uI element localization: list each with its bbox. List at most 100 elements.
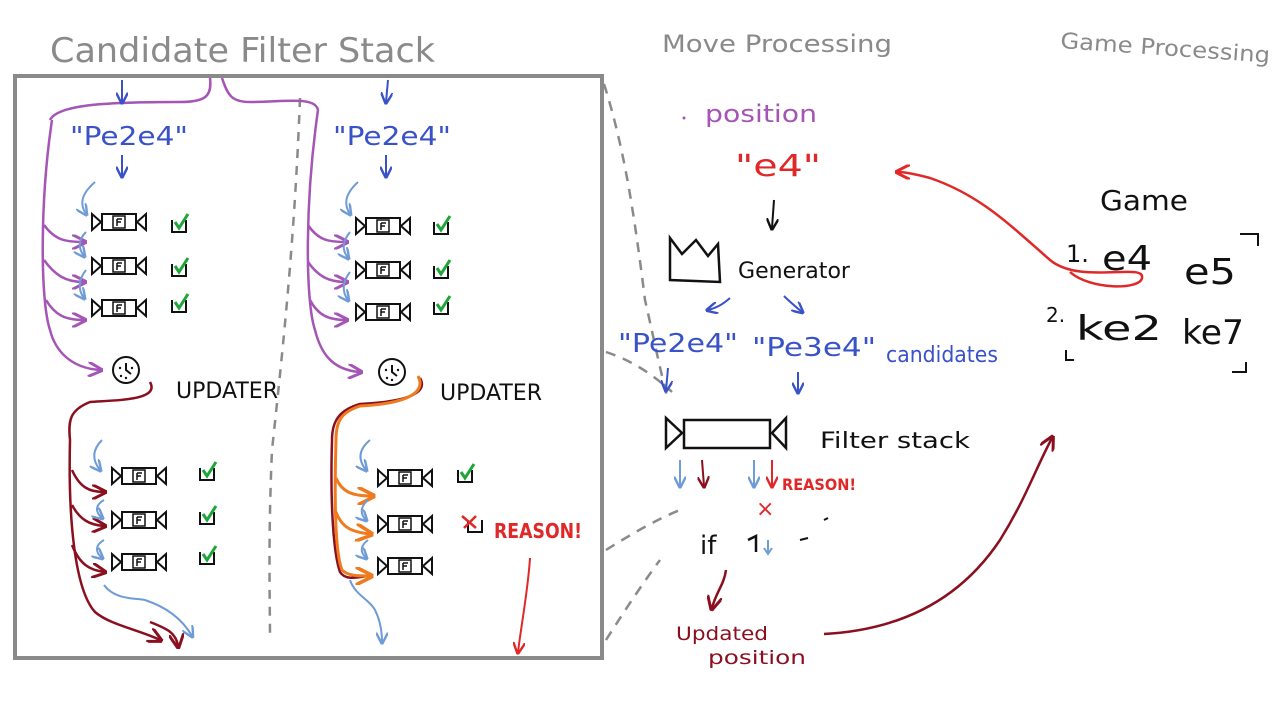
col-a-lb-arrow-exit bbox=[103, 584, 192, 636]
if-to-updated-arrow bbox=[712, 569, 728, 608]
col-a-lb-arrow-6 bbox=[97, 539, 104, 558]
zoom-line-bottom bbox=[604, 559, 662, 641]
col-b-reason-arrow bbox=[518, 557, 531, 652]
header-candidate-filter-stack: Candidate Filter Stack bbox=[50, 31, 435, 71]
zoom-line-mid bbox=[605, 350, 673, 393]
col-b-purple-branch-3 bbox=[308, 299, 346, 320]
col-b-filter-5 bbox=[377, 515, 433, 533]
col-a-lb-arrow-3 bbox=[80, 269, 86, 298]
candidates-label: candidates bbox=[886, 343, 998, 368]
col-b-purple-branch-2 bbox=[306, 261, 346, 282]
game-bracket-top bbox=[1240, 233, 1259, 246]
col-b-check-2 bbox=[432, 258, 452, 280]
top-bracket bbox=[48, 77, 320, 121]
col-a-lb-arrow-5 bbox=[97, 499, 104, 518]
generator-icon bbox=[668, 234, 722, 284]
col-b-check-3 bbox=[432, 294, 452, 316]
updated-position-line1: Updated bbox=[676, 623, 768, 645]
col-b-check-4 bbox=[456, 462, 476, 484]
zoom-line-top bbox=[602, 83, 670, 401]
col-a-dr-branch-2 bbox=[70, 504, 104, 526]
col-a-dr-exit bbox=[149, 620, 178, 646]
col-a-check-5 bbox=[198, 504, 218, 526]
col-b-entry-arrow bbox=[386, 79, 388, 102]
col-a-dr-branch-1 bbox=[70, 469, 104, 492]
col-b-lb-arrow-5 bbox=[362, 499, 368, 520]
col-a-purple-trunk bbox=[41, 119, 100, 370]
col-b-reject-5 bbox=[460, 514, 484, 534]
col-a-filter-1 bbox=[91, 213, 147, 231]
position-value: "e4" bbox=[735, 149, 821, 184]
col-a-filter-4 bbox=[111, 467, 167, 485]
col-b-updater-label: UPDATER bbox=[440, 381, 542, 406]
col-a-filter-5 bbox=[111, 511, 167, 529]
col-b-check-1 bbox=[432, 214, 452, 236]
col-b-reason-label: REASON! bbox=[494, 519, 582, 543]
game-bracket-bottom bbox=[1232, 362, 1247, 373]
column-divider bbox=[268, 97, 302, 641]
game-row1-black: e5 bbox=[1184, 252, 1236, 293]
col-a-check-3 bbox=[170, 292, 190, 314]
game-bracket-left bbox=[1065, 350, 1074, 361]
col-a-updater-trunk bbox=[68, 381, 160, 640]
filter-stack-label: Filter stack bbox=[820, 429, 970, 454]
candidate-1-label: "Pe2e4" bbox=[618, 329, 738, 359]
updated-to-game-arrow bbox=[823, 438, 1052, 636]
col-a-purple-branch-2 bbox=[42, 259, 84, 282]
col-a-updater-label: UPDATER bbox=[176, 379, 278, 404]
col-a-check-4 bbox=[198, 460, 218, 482]
col-a-lb-arrow-2 bbox=[80, 231, 86, 256]
col-a-lb-arrow-1 bbox=[82, 181, 96, 214]
game-row2-white: ke2 bbox=[1076, 309, 1162, 349]
generator-arrow-2 bbox=[783, 295, 802, 312]
col-b-purple-trunk bbox=[306, 109, 360, 372]
game-row1-number: 1. bbox=[1066, 240, 1089, 268]
game-title: Game bbox=[1100, 184, 1188, 217]
position-label: position bbox=[705, 100, 817, 128]
header-move-processing: Move Processing bbox=[662, 30, 892, 58]
game-row2-black: ke7 bbox=[1182, 313, 1244, 353]
col-b-filter-4 bbox=[377, 469, 433, 487]
col-b-filter-2 bbox=[355, 261, 411, 279]
col-a-move-label: "Pe2e4" bbox=[70, 122, 188, 152]
col-a-dr-branch-3 bbox=[70, 544, 104, 572]
col-b-clock-icon bbox=[378, 358, 406, 386]
col-a-check-1 bbox=[170, 212, 190, 234]
if-condition-mark bbox=[747, 533, 758, 552]
col-b-lb-arrow-exit bbox=[349, 579, 382, 642]
updated-position-line2: position bbox=[708, 647, 806, 669]
col-b-lb-arrow-2 bbox=[344, 231, 350, 258]
generator-arrow-1 bbox=[708, 297, 731, 310]
candidate-filter-panel bbox=[13, 74, 604, 660]
col-a-check-2 bbox=[170, 256, 190, 278]
col-b-filter-3 bbox=[355, 303, 411, 321]
col-b-orange-path bbox=[333, 375, 422, 576]
candidate-1-arrow bbox=[666, 367, 668, 390]
col-b-orange-branch-2 bbox=[334, 511, 370, 534]
col-b-filter-6 bbox=[377, 557, 433, 575]
col-a-filter-6 bbox=[111, 553, 167, 571]
game-to-position-arrow bbox=[898, 172, 1144, 288]
if-label: if bbox=[700, 531, 717, 561]
generator-label: Generator bbox=[738, 259, 851, 284]
col-a-purple-branch-1 bbox=[42, 224, 84, 242]
col-b-lb-arrow-6 bbox=[362, 539, 368, 558]
if-dash-trail bbox=[799, 517, 829, 541]
position-to-generator-arrow bbox=[772, 199, 774, 228]
col-b-filter-1 bbox=[355, 217, 411, 235]
col-a-clock-icon bbox=[112, 356, 140, 384]
zoom-line-low bbox=[605, 508, 681, 552]
col-b-lb-arrow-4 bbox=[360, 439, 371, 470]
col-a-filter-3 bbox=[91, 299, 147, 317]
col-a-purple-branch-3 bbox=[44, 299, 84, 320]
game-row2-number: 2. bbox=[1046, 303, 1065, 327]
position-dot bbox=[682, 116, 686, 120]
fs-reason-label: REASON! bbox=[782, 475, 856, 494]
col-b-lb-arrow-1 bbox=[346, 181, 359, 214]
fs-out-arrow-2 bbox=[702, 459, 704, 486]
candidate-2-label: "Pe3e4" bbox=[752, 333, 876, 363]
if-small-arrow bbox=[763, 540, 773, 556]
col-b-orange-branch-1 bbox=[334, 477, 372, 496]
filter-stack-icon bbox=[664, 414, 788, 452]
